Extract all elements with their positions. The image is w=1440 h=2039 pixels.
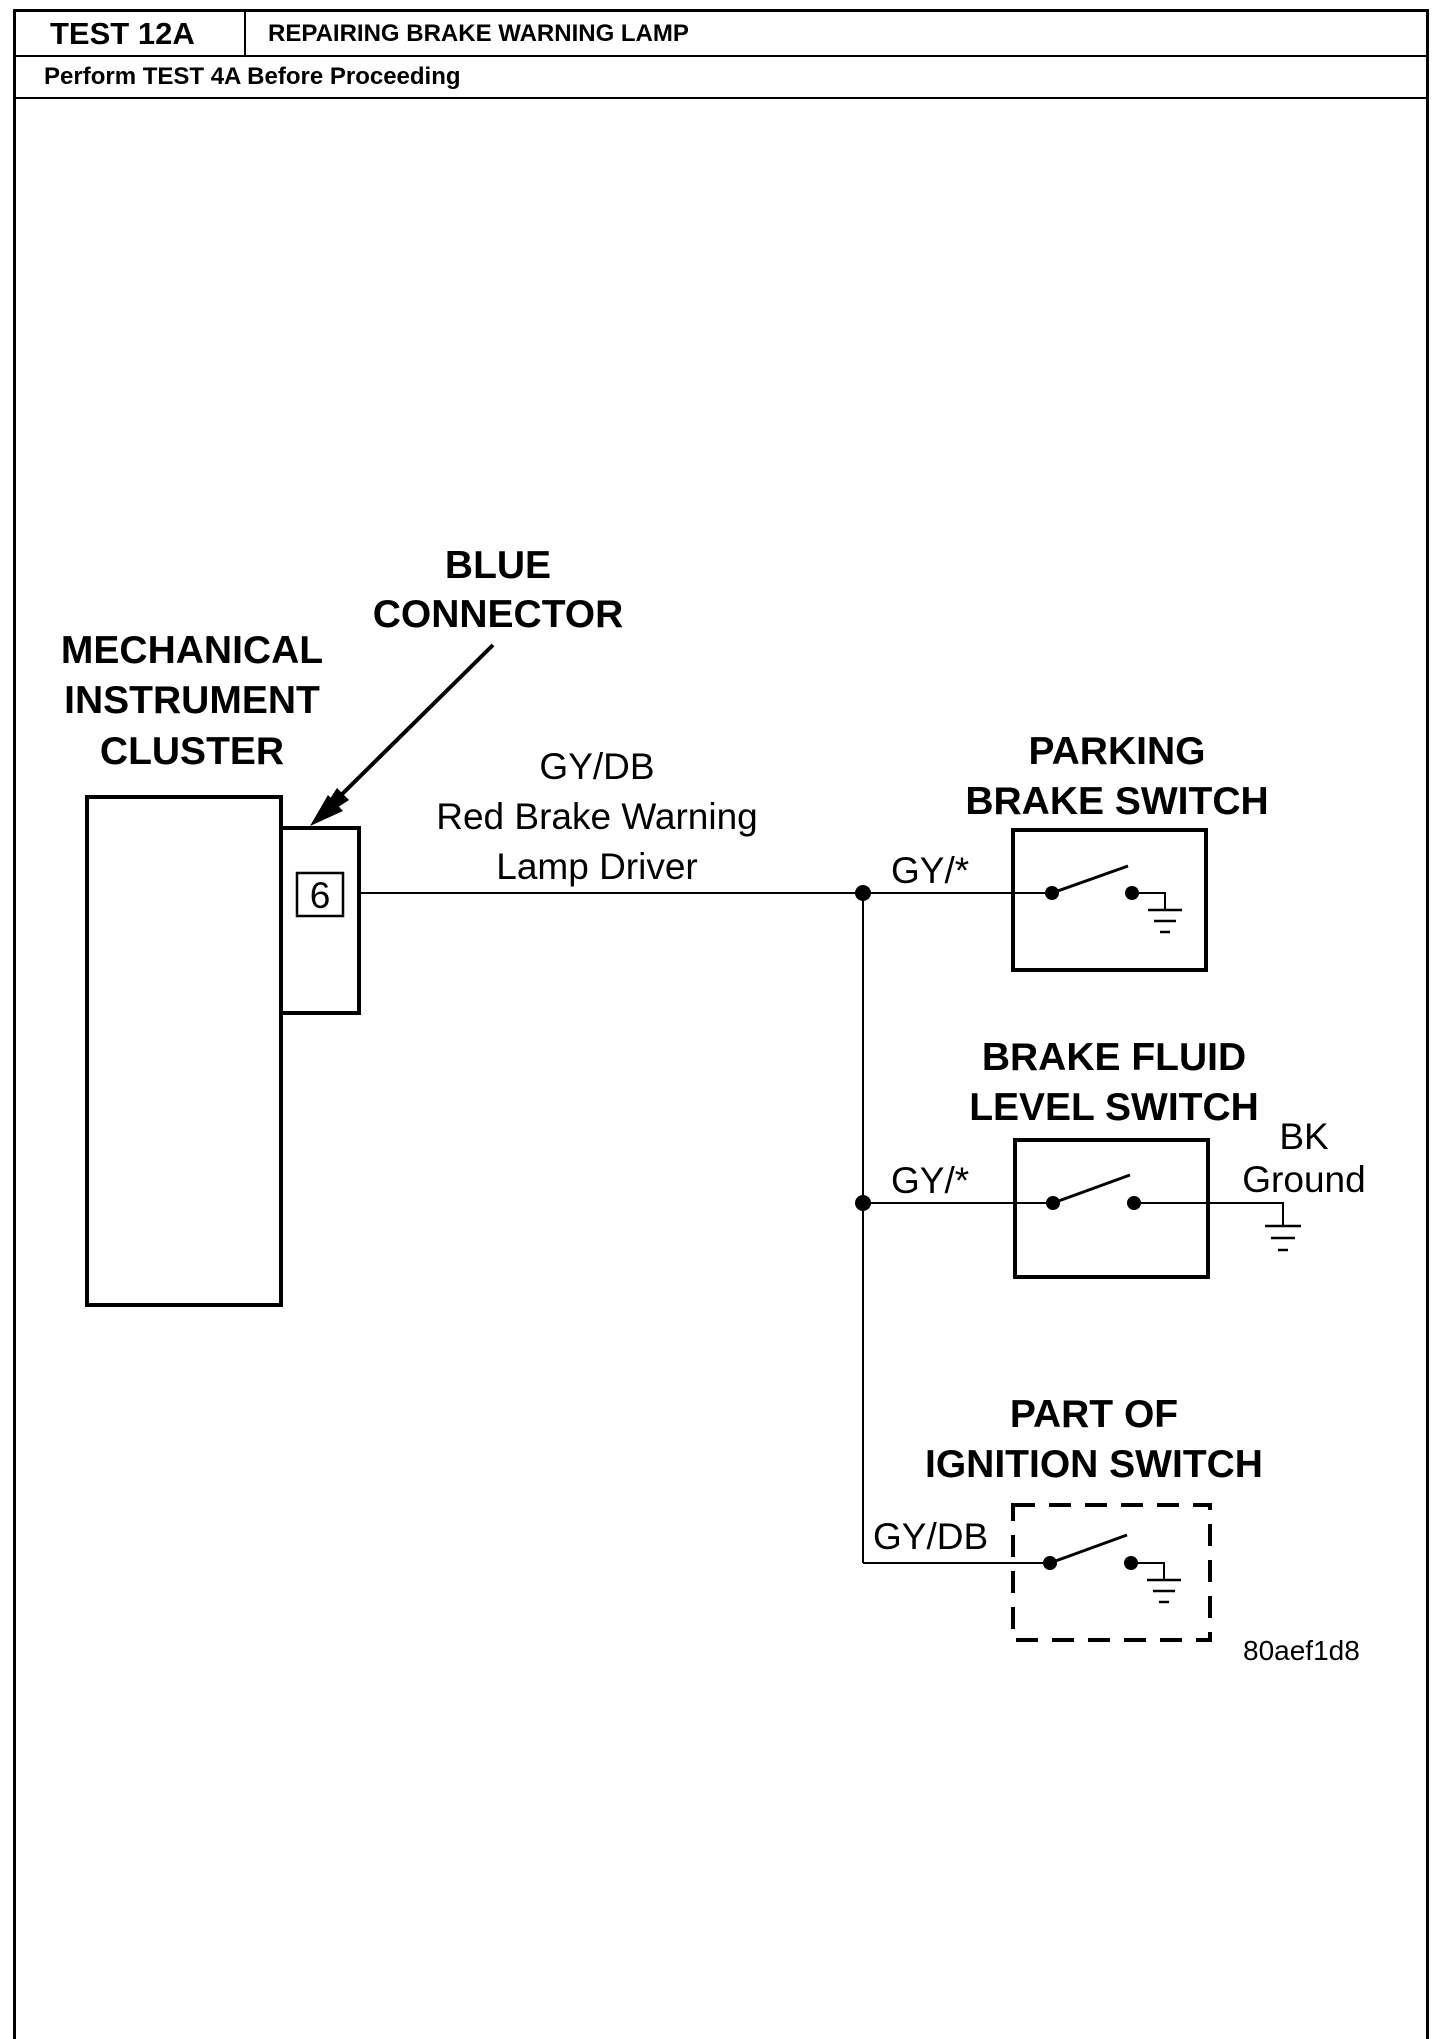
blue-connector-block — [279, 826, 361, 1015]
cluster-label-line3: CLUSTER — [100, 730, 284, 773]
cluster-label-line1: MECHANICAL — [61, 629, 323, 672]
cluster-label-line2: INSTRUMENT — [64, 679, 320, 722]
prerequisite-note: Perform TEST 4A Before Proceeding — [16, 57, 1426, 99]
ignition-switch-arm — [1049, 1533, 1128, 1565]
parking-brake-label-line1: PARKING — [1029, 730, 1206, 773]
fluid-level-wire-code: GY/* — [891, 1160, 969, 1201]
parking-brake-label-line2: BRAKE SWITCH — [965, 780, 1268, 823]
fluid-level-label-line1: BRAKE FLUID — [982, 1036, 1246, 1079]
connector-label-line1: BLUE — [445, 544, 551, 587]
instrument-cluster-box — [85, 795, 283, 1307]
main-wire-color-code: GY/DB — [539, 746, 654, 787]
page-frame: TEST 12A REPAIRING BRAKE WARNING LAMP Pe… — [13, 9, 1429, 2039]
parking-brake-wire-code: GY/* — [891, 850, 969, 891]
ignition-wire-code: GY/DB — [873, 1516, 988, 1557]
header-row: TEST 12A REPAIRING BRAKE WARNING LAMP — [16, 12, 1426, 57]
fluid-level-switch-arm — [1052, 1173, 1131, 1205]
connector-label-line2: CONNECTOR — [373, 593, 624, 636]
parking-brake-switch-box — [1011, 828, 1208, 972]
test-id: TEST 12A — [16, 12, 246, 55]
parking-brake-switch-arm — [1051, 864, 1129, 895]
pin-box — [295, 871, 345, 918]
ignition-switch-dashed-box — [1011, 1503, 1212, 1642]
fluid-level-ground-color: BK — [1279, 1116, 1329, 1157]
pin-number: 6 — [310, 875, 331, 916]
fluid-level-switch-box — [1013, 1138, 1210, 1279]
splice-dot-top — [855, 885, 871, 901]
ignition-label-line1: PART OF — [1010, 1393, 1178, 1436]
ignition-label-line2: IGNITION SWITCH — [925, 1443, 1263, 1486]
fluid-level-ground-label: Ground — [1242, 1159, 1365, 1200]
main-wire-description-line1: Red Brake Warning — [436, 796, 758, 837]
test-title: REPAIRING BRAKE WARNING LAMP — [268, 20, 689, 47]
fluid-level-label-line2: LEVEL SWITCH — [969, 1086, 1259, 1129]
connector-pointer-line — [324, 643, 495, 812]
main-wire-description-line2: Lamp Driver — [496, 846, 698, 887]
figure-id: 80aef1d8 — [1243, 1635, 1360, 1666]
